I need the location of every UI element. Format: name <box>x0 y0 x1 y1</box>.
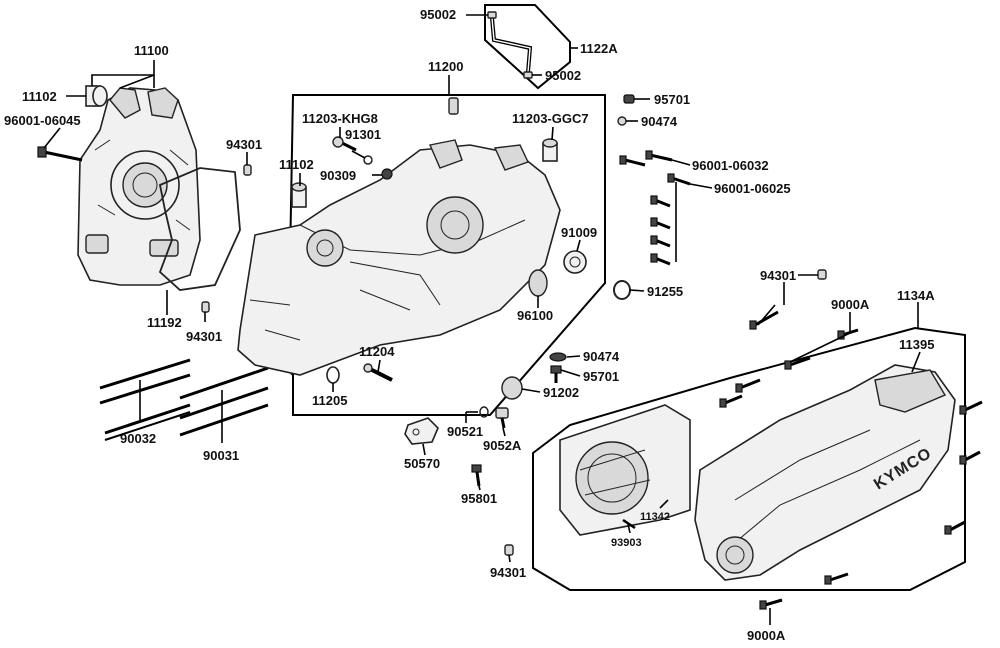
label-96001-06045: 96001-06045 <box>4 113 81 128</box>
label-90521: 90521 <box>447 424 483 439</box>
label-11100: 11100 <box>134 43 169 58</box>
label-95002-top: 95002 <box>420 7 456 22</box>
label-11102-left: 11102 <box>22 89 57 104</box>
label-9000a-top: 9000A <box>831 297 870 312</box>
bolt-96001-06045 <box>37 146 83 162</box>
cover-group-frame <box>532 326 966 591</box>
bolts-96001-06025 <box>650 173 691 266</box>
label-11395: 11395 <box>899 337 934 352</box>
label-91301: 91301 <box>345 127 381 142</box>
part-labels: 11100 11102 96001-06045 94301 11192 9430… <box>4 7 935 643</box>
label-93903: 93903 <box>611 537 642 549</box>
hose-group-frame <box>484 4 571 90</box>
label-96001-06025: 96001-06025 <box>714 181 791 196</box>
label-95701-top: 95701 <box>654 92 690 107</box>
air-duct-plate-11342 <box>559 404 691 536</box>
label-90474-mid: 90474 <box>583 349 620 364</box>
studs-90032 <box>99 358 191 441</box>
dowel-94301-top <box>243 164 252 176</box>
oring-91301 <box>363 155 373 165</box>
shaft-11204 <box>363 363 393 382</box>
label-11192: 11192 <box>147 315 182 330</box>
label-91202: 91202 <box>543 385 579 400</box>
label-95701-mid: 95701 <box>583 369 619 384</box>
washer-11205 <box>326 366 340 384</box>
pin-11200-top <box>448 97 459 115</box>
washer-90474-mid <box>549 352 567 362</box>
bushing-11203-ggc7 <box>542 138 558 162</box>
left-crankcase-half <box>77 87 201 286</box>
label-94301-bottom: 94301 <box>490 565 526 580</box>
label-91009: 91009 <box>561 225 597 240</box>
bracket-50570 <box>404 417 439 445</box>
label-94301-right: 94301 <box>760 268 796 283</box>
label-90032: 90032 <box>120 431 156 446</box>
dowel-94301-bottom <box>504 544 514 556</box>
bolt-95701-top <box>623 94 635 104</box>
leader-lines <box>43 14 921 625</box>
seal-91255 <box>613 280 631 300</box>
hose-1122a <box>487 11 533 79</box>
label-11200: 11200 <box>428 59 463 74</box>
label-11342: 11342 <box>640 511 670 523</box>
seal-96100 <box>528 269 548 297</box>
seal-91202 <box>501 376 523 400</box>
label-11203-khg8: 11203-KHG8 <box>302 111 378 126</box>
bearing-11102-mid <box>291 182 307 208</box>
label-9000a-bottom: 9000A <box>747 628 786 643</box>
transmission-cover-1134a: KYMCO <box>694 364 956 581</box>
bolt-95801 <box>471 464 482 487</box>
washer-90474-top <box>617 116 627 126</box>
label-94301-top: 94301 <box>226 137 262 152</box>
label-90474-top: 90474 <box>641 114 678 129</box>
studs-90031 <box>179 366 269 437</box>
label-11205: 11205 <box>312 393 347 408</box>
crankcase-gasket <box>158 167 241 291</box>
screw-93903 <box>622 518 636 530</box>
nut-90309 <box>381 168 393 180</box>
washer-90521 <box>479 406 489 418</box>
bolt-11203-khg8 <box>332 136 357 152</box>
label-1134a: 1134A <box>897 288 935 303</box>
label-91255: 91255 <box>647 284 683 299</box>
label-90031: 90031 <box>203 448 239 463</box>
label-95002-bottom: 95002 <box>545 68 581 83</box>
dowel-94301-right <box>817 269 827 280</box>
bearing-91009 <box>563 250 587 274</box>
bolt-9052a <box>495 407 509 429</box>
bearing-11102-left <box>85 85 108 107</box>
label-11102-mid: 11102 <box>279 157 314 172</box>
label-9052a: 9052A <box>483 438 522 453</box>
label-95801: 95801 <box>461 491 497 506</box>
label-96100: 96100 <box>517 308 553 323</box>
label-94301-mid: 94301 <box>186 329 222 344</box>
bolt-95701-mid <box>550 365 562 383</box>
bolts-96001-06032 <box>619 150 673 167</box>
right-crankcase-half <box>237 139 561 376</box>
dowel-94301-mid <box>201 301 210 313</box>
label-90309: 90309 <box>320 168 356 183</box>
label-50570: 50570 <box>404 456 440 471</box>
label-1122a: 1122A <box>580 41 618 56</box>
label-11203-ggc7: 11203-GGC7 <box>512 111 589 126</box>
label-11204: 11204 <box>359 344 395 359</box>
label-96001-06032: 96001-06032 <box>692 158 769 173</box>
